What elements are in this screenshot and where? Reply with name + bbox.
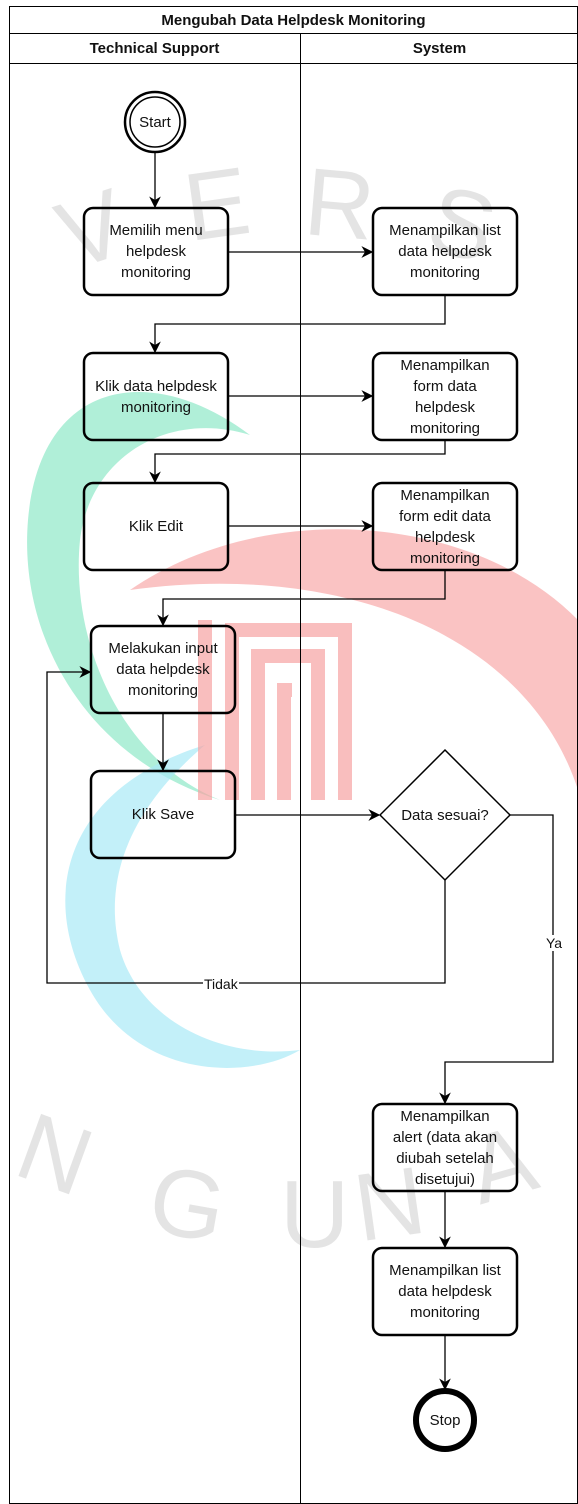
activity-tampil-alert-box	[371, 1102, 519, 1193]
decision-diamond	[378, 748, 512, 882]
diagram-title: Mengubah Data Helpdesk Monitoring	[161, 11, 426, 29]
lane-header-system: System	[412, 40, 467, 57]
edge-list-to-klikdata	[149, 295, 446, 354]
watermark-letter: U	[280, 1161, 350, 1268]
edge-label-yes: Ya	[545, 935, 564, 951]
start-node-inner	[129, 96, 181, 148]
activity-tampil-form-box	[371, 351, 519, 442]
activity-tampil-list-1-box	[371, 206, 519, 297]
activity-memilih-menu-box	[82, 206, 230, 297]
watermark-red-arc	[130, 529, 578, 790]
edge-decision-no-loop	[46, 666, 446, 984]
stop-node	[413, 1388, 477, 1452]
edge-formedit-to-input	[157, 570, 446, 627]
lane-header-technical-support: Technical Support	[89, 40, 220, 57]
activity-tampil-list-2-box	[371, 1246, 519, 1337]
activity-klik-data-box	[82, 351, 230, 442]
edge-form-to-klikedit	[149, 440, 446, 484]
activity-klik-save-box	[89, 769, 237, 860]
edge-decision-yes	[439, 814, 554, 1105]
watermark-cyan-arc	[65, 745, 300, 1068]
activity-input-data-box	[89, 624, 237, 715]
edge-label-no: Tidak	[203, 976, 239, 992]
activity-klik-edit-box	[82, 481, 230, 572]
activity-tampil-form-edit-box	[371, 481, 519, 572]
